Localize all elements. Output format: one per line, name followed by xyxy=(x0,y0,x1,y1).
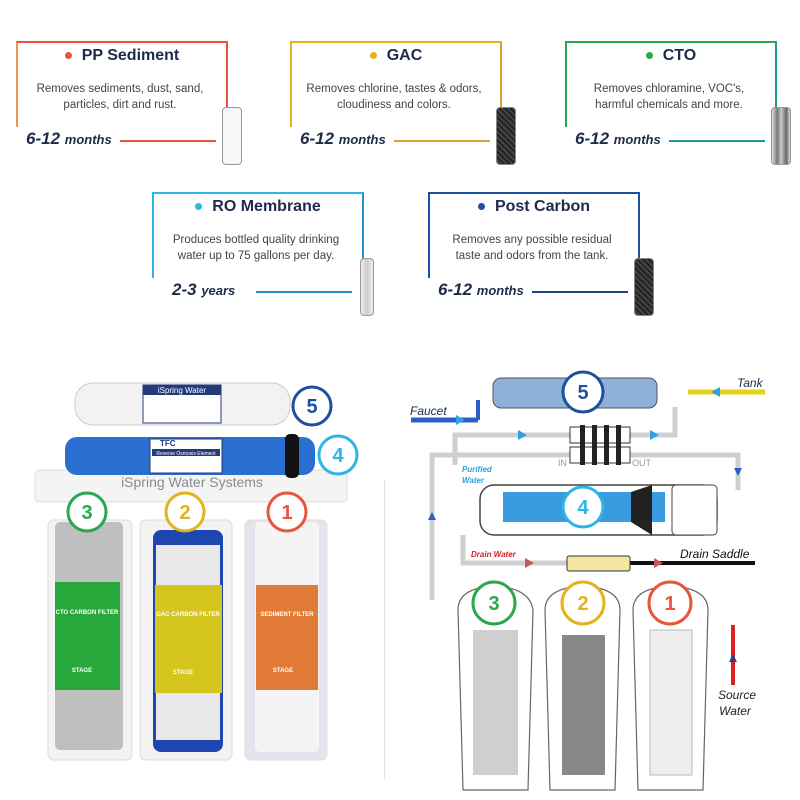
stage-card-cto: CTO Removes chloramine, VOC's, harmful c… xyxy=(565,41,791,165)
bullet-icon xyxy=(195,203,203,211)
card-underline xyxy=(532,291,628,293)
card-underline xyxy=(256,291,352,293)
stage-description: Removes chloramine, VOC's, harmful chemi… xyxy=(593,83,745,111)
lifespan-value: 6-12 xyxy=(575,129,610,148)
gac-label xyxy=(155,585,222,693)
stage-card-gac: GAC Removes chlorine, tastes & odors, cl… xyxy=(290,41,516,165)
card-frame xyxy=(428,192,640,278)
stage-description: Removes any possible residual taste and … xyxy=(452,234,612,262)
bullet-icon xyxy=(64,52,72,60)
stage-card-ro-membrane: RO Membrane Produces bottled quality dri… xyxy=(152,192,374,316)
card-underline xyxy=(394,140,490,142)
stage-title: CTO xyxy=(565,47,777,65)
diagram-stage-markers: 5 4 3 2 1 xyxy=(471,370,693,626)
lifespan-value: 6-12 xyxy=(300,129,335,148)
cto-label-text: CTO CARBON FILTER xyxy=(56,610,119,616)
cto-cartridge-icon xyxy=(771,107,791,165)
sediment-cartridge-icon xyxy=(222,107,242,165)
lifespan-unit: months xyxy=(64,132,112,147)
card-underline xyxy=(120,140,216,142)
stage-number-5: 5 xyxy=(306,396,317,418)
down-arrow-icon xyxy=(734,468,742,476)
stage-title-text: CTO xyxy=(662,47,697,64)
card-frame xyxy=(290,41,502,127)
lifespan-value: 6-12 xyxy=(26,129,61,148)
stage-title-text: GAC xyxy=(386,47,423,64)
stage-lifespan: 6-12 months xyxy=(26,129,112,149)
drain-restrictor xyxy=(566,555,631,572)
out-label: OUT xyxy=(632,458,652,468)
lifespan-unit: months xyxy=(338,132,386,147)
stage-title: PP Sediment xyxy=(16,47,228,65)
gac-label-text: GAC CARBON FILTER xyxy=(156,612,220,618)
drain-water-label: Drain Water xyxy=(471,550,517,559)
stage-description: Produces bottled quality drinking water … xyxy=(172,234,340,262)
stage-text: STAGE xyxy=(72,668,92,674)
drain-saddle-label: Drain Saddle xyxy=(680,547,750,561)
card-underline xyxy=(669,140,765,142)
stage-lifespan: 6-12 months xyxy=(438,280,524,300)
in-label: IN xyxy=(558,458,567,468)
stage-number-4: 4 xyxy=(577,497,589,519)
flow-arrow-icons xyxy=(456,387,720,440)
photo-stage-markers: 3 2 1 4 5 xyxy=(66,385,359,533)
cto-label xyxy=(55,582,120,690)
purified-water-label: Purified xyxy=(462,465,493,474)
divider xyxy=(384,480,385,780)
stage-title-text: Post Carbon xyxy=(494,198,591,215)
card-frame xyxy=(565,41,777,127)
membrane-brand: TFC xyxy=(160,439,176,448)
lifespan-unit: months xyxy=(613,132,661,147)
up-arrow-icon xyxy=(428,512,436,520)
stage-title: GAC xyxy=(290,47,502,65)
bullet-icon xyxy=(645,52,653,60)
stage-title-text: RO Membrane xyxy=(212,198,321,215)
stage-number-5: 5 xyxy=(577,382,588,404)
card-frame xyxy=(16,41,228,127)
stage-text: STAGE xyxy=(173,670,193,676)
card-frame xyxy=(152,192,364,278)
stage-lifespan: 6-12 months xyxy=(300,129,386,149)
stage-lifespan: 6-12 months xyxy=(575,129,661,149)
stage-description: Removes chlorine, tastes & odors, cloudi… xyxy=(306,83,482,111)
stage-number-2: 2 xyxy=(179,502,190,524)
stage-number-1: 1 xyxy=(281,502,292,524)
stage-title: RO Membrane xyxy=(152,198,364,216)
purified-water-label-2: Water xyxy=(462,476,485,485)
sediment-label xyxy=(256,585,318,690)
tank-label: Tank xyxy=(737,376,764,390)
lifespan-unit: months xyxy=(476,283,524,298)
stage-card-post-carbon: Post Carbon Removes any possible residua… xyxy=(428,192,654,316)
stage-lifespan: 2-3 years xyxy=(172,280,235,300)
stage-card-pp-sediment: PP Sediment Removes sediments, dust, san… xyxy=(16,41,242,165)
bullet-icon xyxy=(477,203,485,211)
source-water-label-2: Water xyxy=(719,704,752,718)
sediment-label-text: SEDIMENT FILTER xyxy=(260,612,314,618)
post-carbon-cartridge-icon xyxy=(634,258,654,316)
stage-text: STAGE xyxy=(273,668,293,674)
membrane-label: Reverse Osmosis Element xyxy=(156,451,216,457)
stage-number-3: 3 xyxy=(488,593,499,615)
stage-title: Post Carbon xyxy=(428,198,640,216)
gac-cartridge-icon xyxy=(496,107,516,165)
lifespan-value: 6-12 xyxy=(438,280,473,299)
flow-diagram: IN OUT Faucet Tank Purified Water Drain … xyxy=(410,370,765,791)
source-arrow-icon xyxy=(729,654,737,662)
lifespan-unit: years xyxy=(201,283,236,298)
brand-bar-text: iSpring Water Systems xyxy=(121,474,263,490)
source-water-label: Source xyxy=(718,688,756,702)
bullet-icon xyxy=(369,52,377,60)
ro-membrane-icon xyxy=(360,258,374,316)
stage-number-1: 1 xyxy=(664,593,675,615)
stage-title-text: PP Sediment xyxy=(81,47,180,64)
stage-number-3: 3 xyxy=(81,502,92,524)
stage-description: Removes sediments, dust, sand, particles… xyxy=(36,83,204,111)
stage-number-4: 4 xyxy=(332,445,344,467)
drain-arrow-icon xyxy=(525,558,534,568)
faucet-label: Faucet xyxy=(410,404,447,418)
post-filter-brand: iSpring Water xyxy=(158,386,207,395)
lifespan-value: 2-3 xyxy=(172,280,197,299)
stage-number-2: 2 xyxy=(577,593,588,615)
product-photo: iSpring Water TFC Reverse Osmosis Elemen… xyxy=(34,382,359,761)
